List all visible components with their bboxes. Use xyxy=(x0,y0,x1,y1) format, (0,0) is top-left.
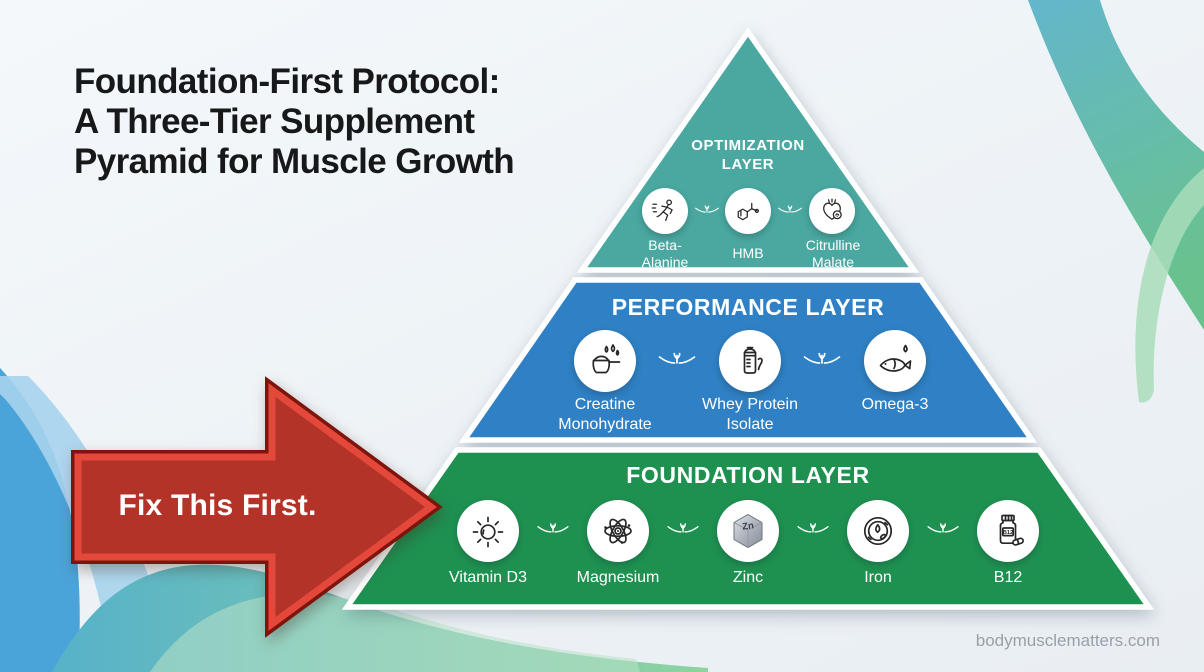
whey-protein-label: Whey Protein Isolate xyxy=(701,396,799,433)
sun-icon xyxy=(472,516,504,548)
zinc-label: Zinc xyxy=(732,569,764,586)
b12-label-text: B12 xyxy=(1003,530,1013,536)
b12-item: B12 xyxy=(977,500,1039,562)
magnesium-item xyxy=(587,500,649,562)
sprout-divider-icon xyxy=(695,205,719,213)
creatine-label: Creatine Monohydrate xyxy=(558,396,652,433)
zinc-symbol-text: Zn xyxy=(742,520,755,533)
heart-icon xyxy=(823,198,842,220)
sprout-divider-icon xyxy=(537,523,569,533)
sprout-divider-icon xyxy=(803,352,841,364)
page-title-line-1: Foundation-First Protocol: xyxy=(74,62,500,101)
scoop-icon xyxy=(592,344,621,374)
molecule-icon xyxy=(737,202,759,221)
iron-item xyxy=(847,500,909,562)
magnesium-label: Magnesium xyxy=(576,569,660,586)
omega3-label: Omega-3 xyxy=(861,396,929,413)
vitamin-d3-label: Vitamin D3 xyxy=(449,569,527,586)
sprout-divider-icon xyxy=(927,523,959,533)
omega3-item xyxy=(864,330,926,392)
iron-label: Iron xyxy=(864,569,892,586)
runner-icon xyxy=(651,199,673,222)
hmb-item xyxy=(725,188,771,234)
sprout-divider-icon xyxy=(667,523,699,533)
swirl-top-right-light xyxy=(1135,168,1204,403)
page-title-line-2: A Three-Tier Supplement xyxy=(74,102,475,141)
fish-icon xyxy=(879,344,912,372)
vitamin-d3-item xyxy=(457,500,519,562)
citrulline-malate-label: Citrulline Malate xyxy=(805,237,861,270)
b12-label: B12 xyxy=(993,569,1023,586)
fix-first-label: Fix This First. xyxy=(118,489,317,522)
optimization-layer-title: OPTIMIZATION LAYER xyxy=(691,137,805,173)
iron-droplet-icon xyxy=(863,516,893,546)
foundation-layer-title: FOUNDATION LAYER xyxy=(626,462,870,488)
citrulline-malate-item xyxy=(809,188,855,234)
page-title-line-3: Pyramid for Muscle Growth xyxy=(74,142,515,181)
swirl-bottom-left-blue xyxy=(0,368,80,672)
beta-alanine-item xyxy=(642,188,688,234)
shaker-bottle-icon xyxy=(743,346,763,374)
arrow-body xyxy=(74,383,437,631)
hmb-label: HMB xyxy=(732,245,764,261)
atom-icon xyxy=(604,518,632,544)
creatine-item xyxy=(574,330,636,392)
supplement-bottle-icon: B12 xyxy=(999,514,1024,546)
page-title: Foundation-First Protocol: A Three-Tier … xyxy=(74,62,515,182)
zinc-item: Zn xyxy=(717,500,779,562)
sprout-divider-icon xyxy=(658,352,696,364)
zinc-ingot-icon: Zn xyxy=(733,513,763,549)
beta-alanine-label: Beta-Alanine xyxy=(641,237,689,270)
whey-protein-item xyxy=(719,330,781,392)
sprout-divider-icon xyxy=(778,205,802,213)
sprout-divider-icon xyxy=(797,523,829,533)
watermark: bodymusclematters.com xyxy=(975,631,1160,650)
performance-layer-title: PERFORMANCE LAYER xyxy=(611,294,885,320)
